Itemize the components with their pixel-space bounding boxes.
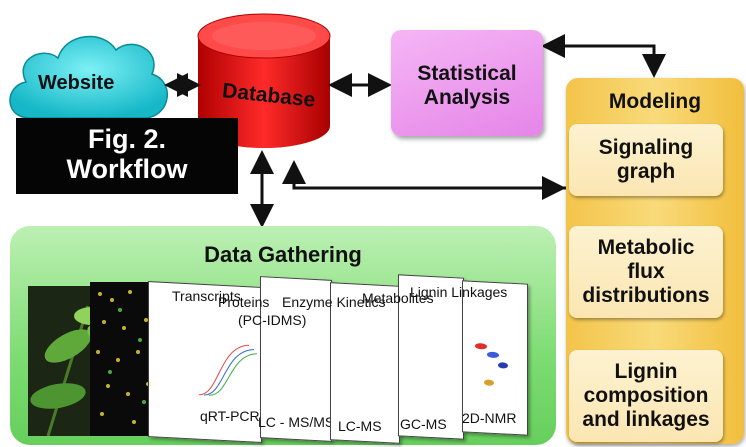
qrt-pcr-label: qRT-PCR [200,408,260,424]
proteins-label: Proteins [218,294,270,310]
lc-msms-label: LC - MS/MS [258,414,335,430]
signaling-graph-label: Signaling graph [569,136,723,184]
arrow-modeling-to-database [282,160,566,190]
graph-line: graph [616,160,676,183]
composition-line: composition [583,384,709,407]
statistical-analysis-label: Statistical Analysis [391,62,543,110]
figure-title: Workflow [66,154,188,184]
lc-ms-label: LC-MS [338,418,382,434]
and-linkages-line: and linkages [582,408,710,431]
signaling-line: Signaling [598,136,694,159]
qrt-pcr-curves [198,344,258,396]
lignin-linkages-card [462,280,528,436]
data-gathering-title: Data Gathering [204,242,362,267]
analysis-line: Analysis [423,86,511,109]
website-cloud-shape [9,35,168,119]
lignin-line: Lignin [614,360,678,383]
lignin-linkages-label: Lignin Linkages [410,284,508,300]
flux-line: flux [627,260,665,283]
gc-ms-label: GC-MS [400,416,447,432]
nmr-spots [475,343,508,386]
arrow-statistical-to-modeling [546,44,666,78]
lignin-composition-box [569,350,723,442]
pc-idms-label: (PC-IDMS) [238,312,307,328]
figure-caption: Fig. 2. Workflow [16,118,238,194]
lignin-composition-label: Lignin composition and linkages [569,360,723,432]
modeling-title: Modeling [608,90,702,113]
signaling-graph-box [569,124,723,196]
statistical-analysis-box [391,30,543,136]
distributions-line: distributions [582,284,710,307]
transcripts-label: Transcripts [172,288,241,304]
metabolites-label: Metabolites [362,290,434,306]
metabolic-flux-label: Metabolic flux distributions [569,236,723,308]
2d-nmr-label: 2D-NMR [462,410,517,426]
website-label: Website [38,72,115,94]
figure-number: Fig. 2. [87,124,166,154]
metabolic-line: Metabolic [597,236,695,259]
statistical-line: Statistical [417,62,517,85]
enzyme-kinetics-label: Enzyme Kinetics [282,294,386,310]
transcripts-card [148,281,262,443]
metabolic-flux-box [569,226,723,318]
